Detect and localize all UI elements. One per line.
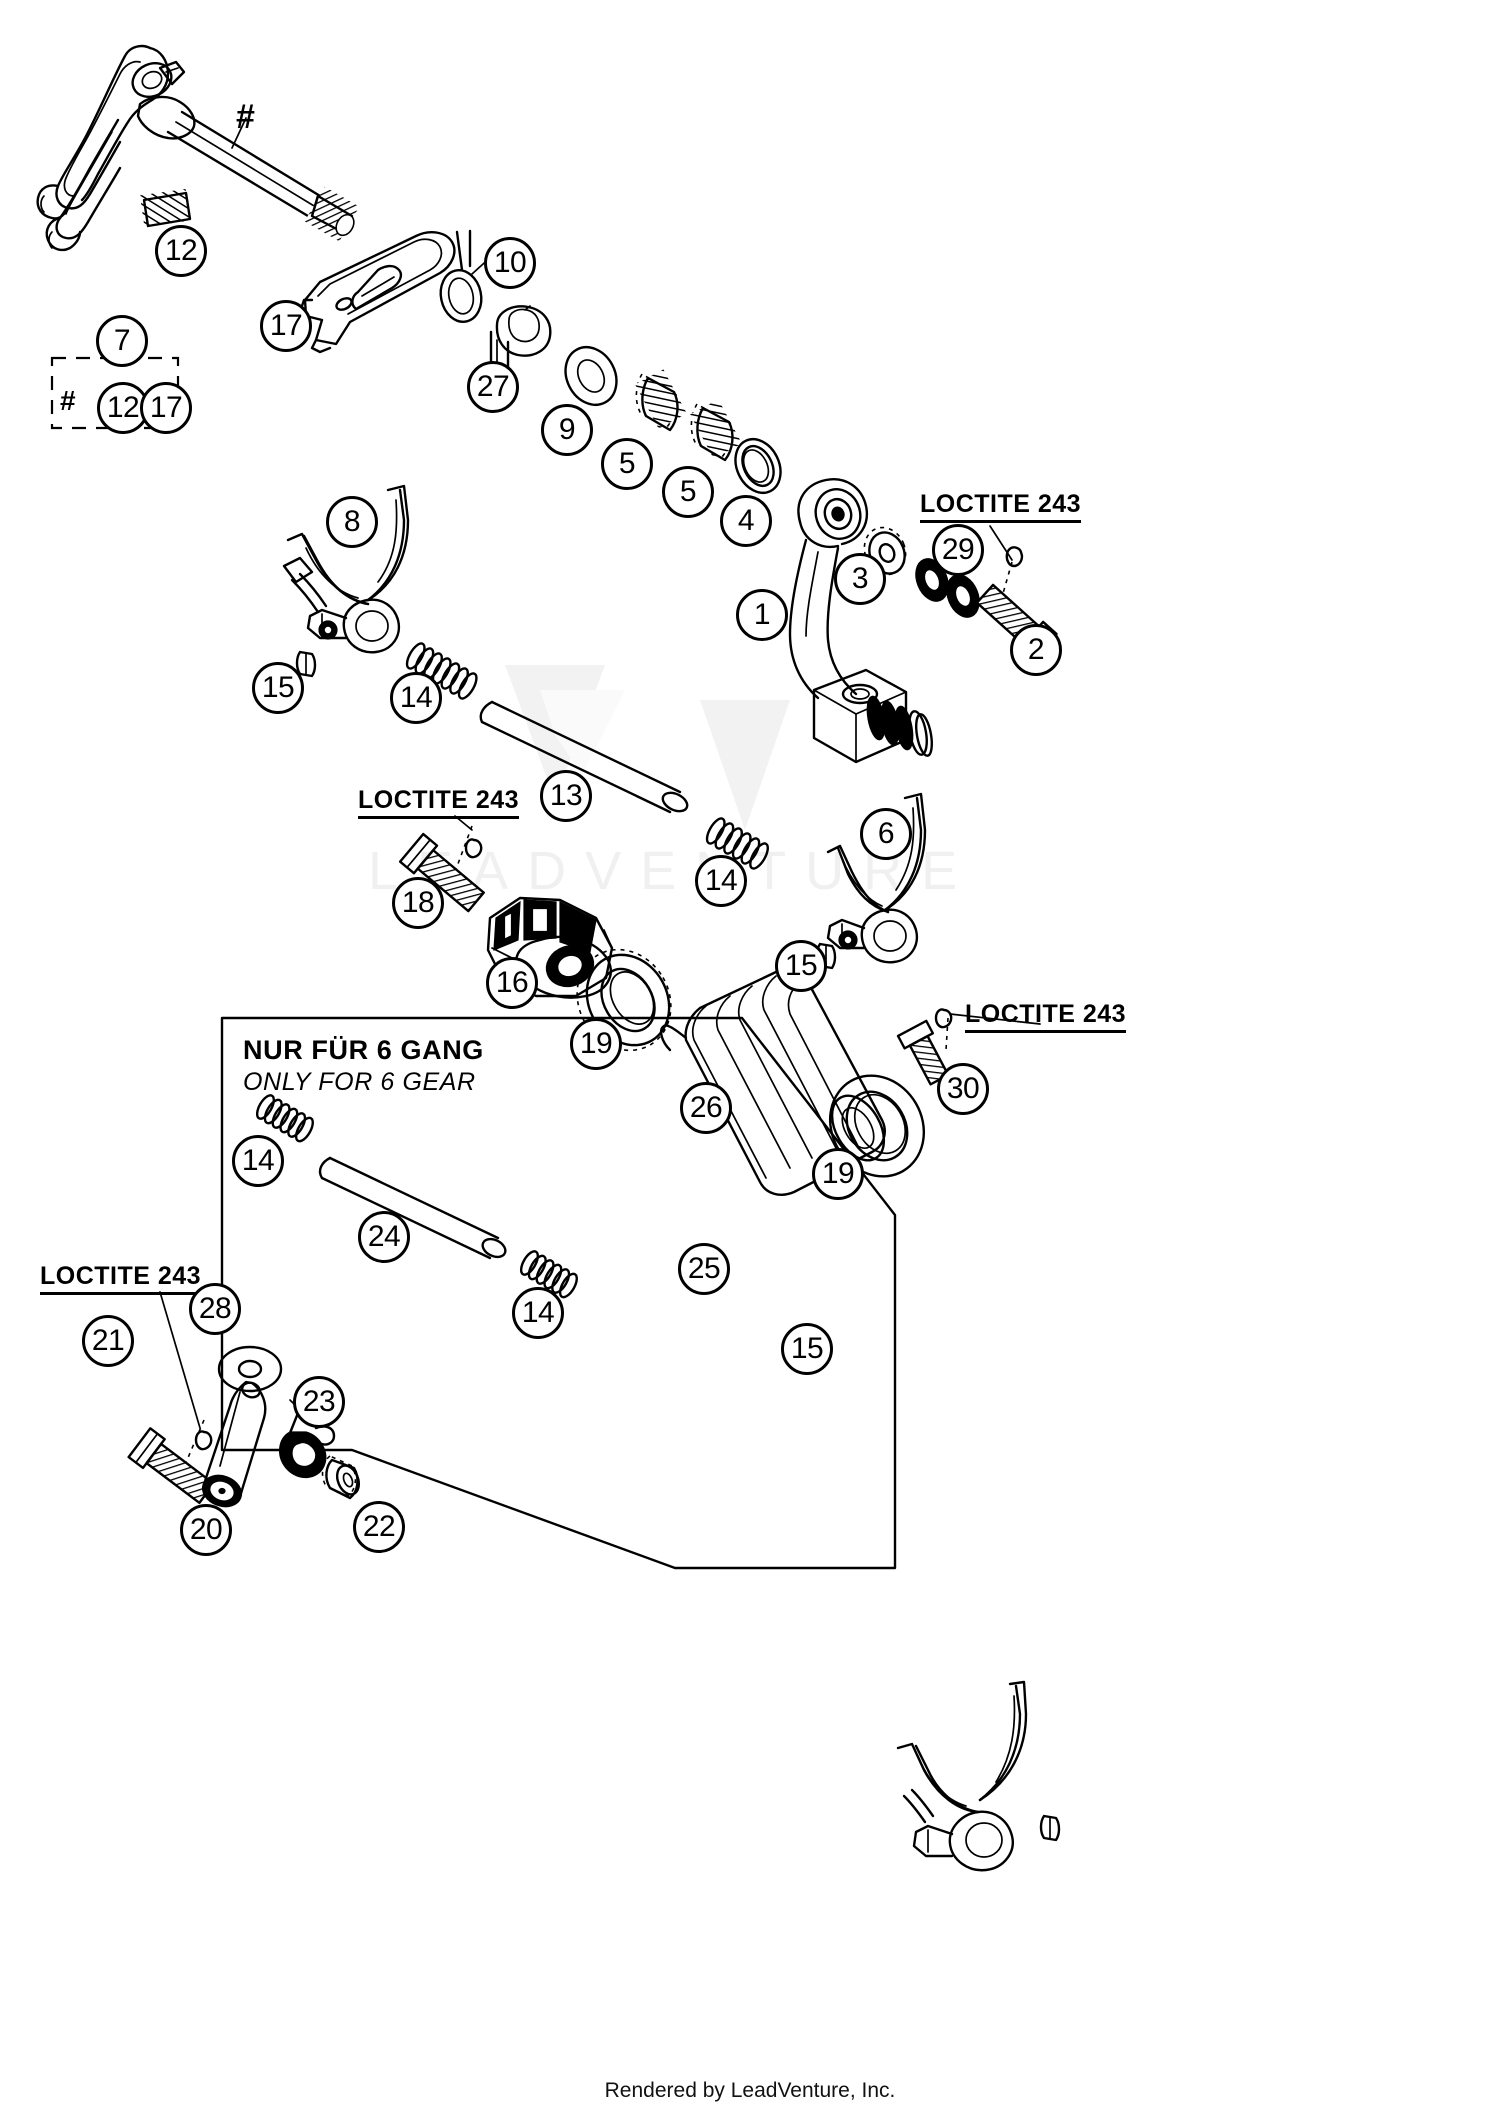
six-gear-note-english: ONLY FOR 6 GEAR [243, 1068, 476, 1096]
callout-7[interactable]: 7 [96, 315, 148, 367]
callout-14-b[interactable]: 14 [695, 855, 747, 907]
callout-14-d[interactable]: 14 [512, 1287, 564, 1339]
loctite-label-1: LOCTITE 243 [920, 490, 1082, 523]
callout-6[interactable]: 6 [860, 808, 912, 860]
callout-28[interactable]: 28 [189, 1283, 241, 1335]
leader-lines [159, 525, 1041, 1429]
loctite-label-2: LOCTITE 243 [358, 786, 520, 819]
loctite-label-3: LOCTITE 243 [965, 1000, 1127, 1033]
callout-27[interactable]: 27 [467, 361, 519, 413]
part-4-seal-ring [734, 438, 782, 494]
callout-18[interactable]: 18 [392, 877, 444, 929]
callout-30[interactable]: 30 [937, 1063, 989, 1115]
part-20-link-arm [201, 1380, 267, 1508]
part-17-shift-plate [298, 230, 456, 354]
callout-14-a[interactable]: 14 [390, 672, 442, 724]
part-1-gear-shift-pedal [788, 478, 933, 764]
callout-15-c[interactable]: 15 [781, 1323, 833, 1375]
part-15-pin-a [295, 650, 317, 678]
six-gear-group-outline [220, 1016, 897, 1570]
part-shift-shaft [166, 110, 360, 242]
callout-29[interactable]: 29 [932, 524, 984, 576]
callout-19-a[interactable]: 19 [570, 1018, 622, 1070]
loctite-label-4: LOCTITE 243 [40, 1262, 202, 1295]
callout-14-c[interactable]: 14 [232, 1135, 284, 1187]
part-10-circlip-wire [439, 229, 494, 323]
part-12-set-screw-top [139, 188, 192, 228]
callout-15-b[interactable]: 15 [775, 940, 827, 992]
part-9-washer [564, 346, 618, 406]
callout-10[interactable]: 10 [484, 237, 536, 289]
part-14-spring-b [705, 817, 769, 870]
callout-5-a[interactable]: 5 [601, 438, 653, 490]
callout-15-a[interactable]: 15 [252, 662, 304, 714]
callout-8[interactable]: 8 [326, 496, 378, 548]
part-25-shift-fork [896, 1680, 1028, 1872]
part-27-collar [489, 305, 552, 370]
six-gear-note-german: NUR FÜR 6 GANG [243, 1035, 484, 1065]
part-5-bushing-a [635, 369, 687, 432]
callout-2[interactable]: 2 [1010, 624, 1062, 676]
callout-20[interactable]: 20 [180, 1504, 232, 1556]
callout-1[interactable]: 1 [736, 589, 788, 641]
callout-25[interactable]: 25 [678, 1243, 730, 1295]
part-15-pin-c [1039, 1814, 1061, 1842]
part-24-fork-shaft [318, 1156, 507, 1260]
part-28-washer [217, 1345, 283, 1393]
part-18-bolt [398, 825, 485, 913]
part-13-fork-shaft [479, 700, 689, 814]
callout-12-b[interactable]: 12 [97, 382, 149, 434]
callout-12-a[interactable]: 12 [155, 225, 207, 277]
callout-23[interactable]: 23 [293, 1376, 345, 1428]
part-14-spring-c [255, 1094, 314, 1143]
callout-24[interactable]: 24 [358, 1211, 410, 1263]
hash-symbol-shaft: # [236, 98, 255, 136]
callout-17-a[interactable]: 17 [260, 300, 312, 352]
callout-5-b[interactable]: 5 [662, 466, 714, 518]
part-22-bushing [321, 1455, 361, 1500]
footer-credit: Rendered by LeadVenture, Inc. [604, 2079, 896, 2102]
part-5-bushing-b [690, 399, 742, 462]
callout-21[interactable]: 21 [82, 1315, 134, 1367]
callout-16[interactable]: 16 [486, 957, 538, 1009]
part-shift-lever-arm [36, 44, 196, 252]
hash-symbol-group: # [60, 385, 76, 416]
callout-9[interactable]: 9 [541, 404, 593, 456]
part-6-shift-fork [826, 792, 927, 964]
callout-26[interactable]: 26 [680, 1082, 732, 1134]
callout-3[interactable]: 3 [834, 553, 886, 605]
part-19-bearing-a [576, 948, 672, 1052]
part-29-lock-washers [915, 558, 980, 618]
callout-22[interactable]: 22 [353, 1501, 405, 1553]
callout-13[interactable]: 13 [540, 770, 592, 822]
callout-17-b[interactable]: 17 [140, 382, 192, 434]
part-8-shift-fork [282, 484, 410, 654]
callout-19-b[interactable]: 19 [812, 1148, 864, 1200]
callout-4[interactable]: 4 [720, 495, 772, 547]
